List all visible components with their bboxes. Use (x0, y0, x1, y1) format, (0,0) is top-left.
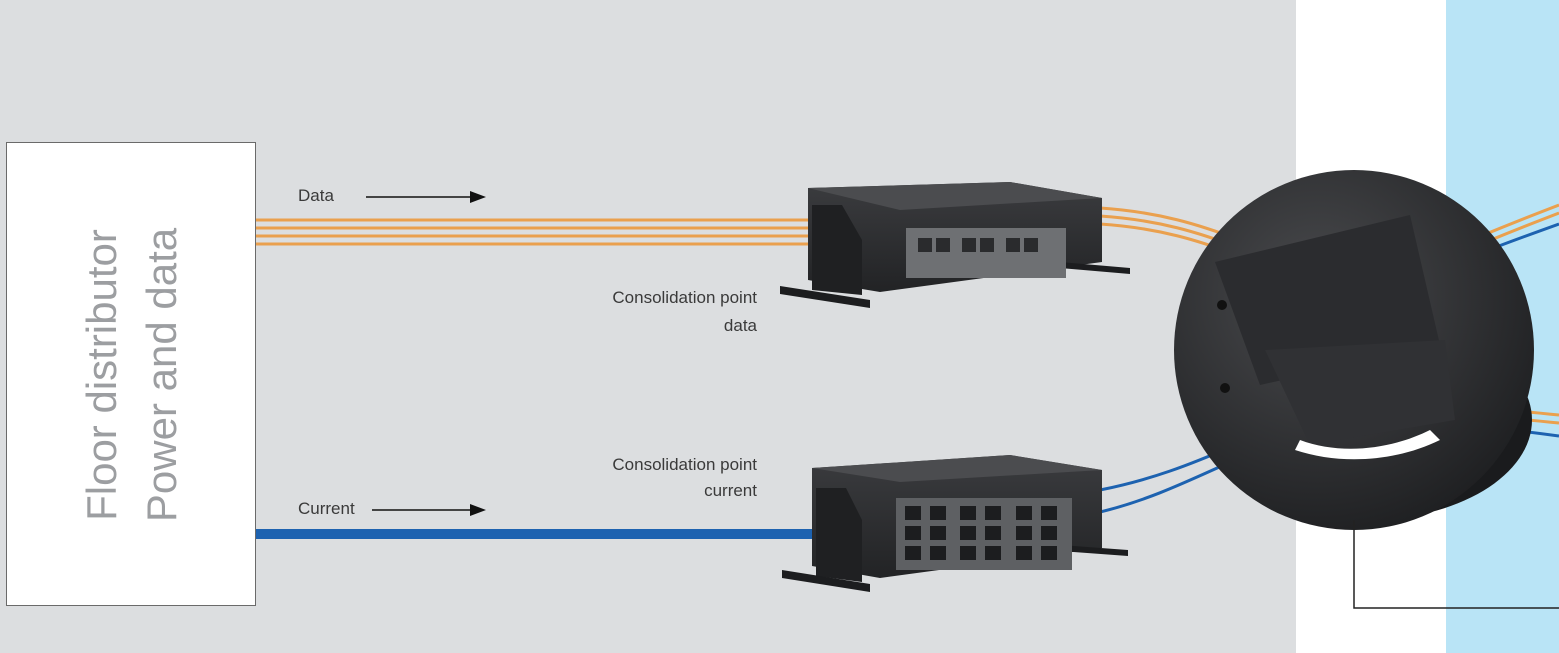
current-label: Current (298, 499, 355, 518)
data-arrow (366, 191, 486, 203)
cp-data-label-line2: data (723, 316, 757, 335)
consolidation-point-data-device (780, 182, 1130, 308)
floor-distributor-subtitle: Power and data (138, 227, 185, 523)
leader-line (1353, 520, 1559, 609)
floor-box-device (1174, 170, 1534, 530)
current-arrow (372, 504, 486, 516)
cp-data-label: Consolidation point data (612, 284, 757, 340)
floor-distributor-box: Floor distributor Power and data (6, 142, 256, 606)
data-label: Data (298, 186, 334, 205)
cp-data-label-line1: Consolidation point (612, 288, 757, 307)
consolidation-point-current-device (782, 455, 1128, 592)
cp-current-label-line2: current (704, 481, 757, 500)
cp-current-label: Consolidation point current (612, 452, 757, 504)
floor-distributor-label: Floor distributor Power and data (72, 228, 192, 522)
cp-current-label-line1: Consolidation point (612, 455, 757, 474)
floor-distributor-title: Floor distributor (78, 229, 125, 521)
